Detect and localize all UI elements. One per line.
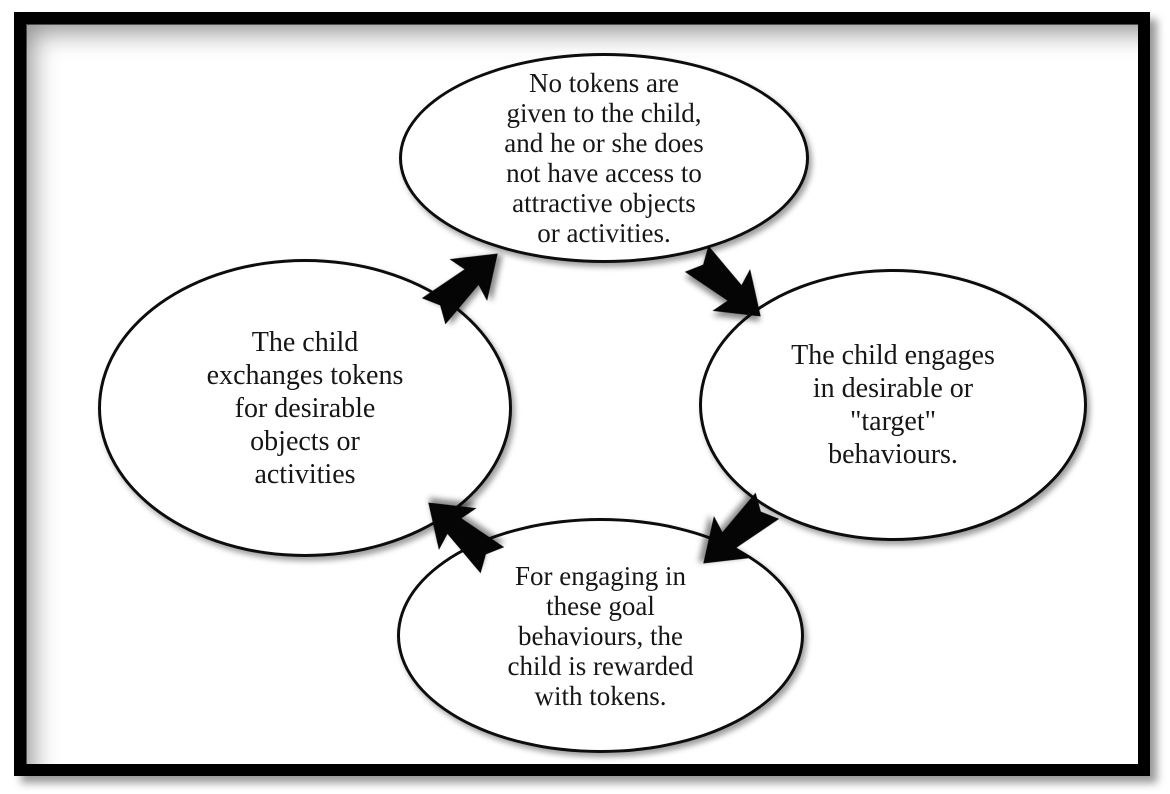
text-line: in desirable or bbox=[812, 373, 974, 404]
cycle-arrow-left-to-top bbox=[413, 232, 517, 334]
text-line: For engaging in bbox=[515, 560, 686, 591]
text-line: "target" bbox=[849, 406, 937, 437]
text-line: and he or she does bbox=[504, 128, 704, 158]
text-line: exchanges tokens bbox=[206, 359, 404, 391]
block-arrow-icon bbox=[703, 492, 780, 564]
node-text: The child engages in desirable or "targe… bbox=[702, 339, 1084, 471]
node-text: For engaging in these goal behaviours, t… bbox=[400, 561, 801, 711]
text-line: The child engages bbox=[791, 340, 995, 371]
text-line: these goal bbox=[546, 590, 655, 621]
text-line: given to the child, bbox=[506, 98, 702, 128]
text-line: or activities. bbox=[537, 218, 671, 248]
text-line: No tokens are bbox=[529, 68, 679, 98]
text-line: attractive objects bbox=[512, 188, 696, 218]
cycle-node-no-tokens: No tokens are given to the child, and he… bbox=[399, 53, 809, 263]
text-line: behaviours. bbox=[828, 439, 958, 470]
cycle-arrow-top-to-right bbox=[676, 236, 780, 338]
outer-frame: No tokens are given to the child, and he… bbox=[14, 12, 1150, 776]
block-arrow-icon bbox=[428, 502, 505, 574]
node-text: No tokens are given to the child, and he… bbox=[402, 68, 806, 248]
text-line: child is rewarded bbox=[507, 650, 694, 681]
cycle-arrow-bottom-to-left bbox=[409, 481, 513, 583]
text-line: with tokens. bbox=[534, 680, 667, 711]
cycle-arrow-right-to-bottom bbox=[684, 483, 788, 585]
text-line: activities bbox=[254, 458, 356, 490]
text-line: behaviours, the bbox=[518, 620, 683, 651]
text-line: The child bbox=[251, 326, 359, 358]
text-line: not have access to bbox=[506, 158, 702, 188]
node-text: The child exchanges tokens for desirable… bbox=[101, 326, 509, 491]
text-line: for desirable bbox=[234, 392, 376, 424]
block-arrow-icon bbox=[421, 253, 498, 325]
cycle-node-target-behaviours: The child engages in desirable or "targe… bbox=[699, 269, 1087, 541]
block-arrow-icon bbox=[684, 245, 761, 317]
text-line: objects or bbox=[250, 425, 360, 457]
